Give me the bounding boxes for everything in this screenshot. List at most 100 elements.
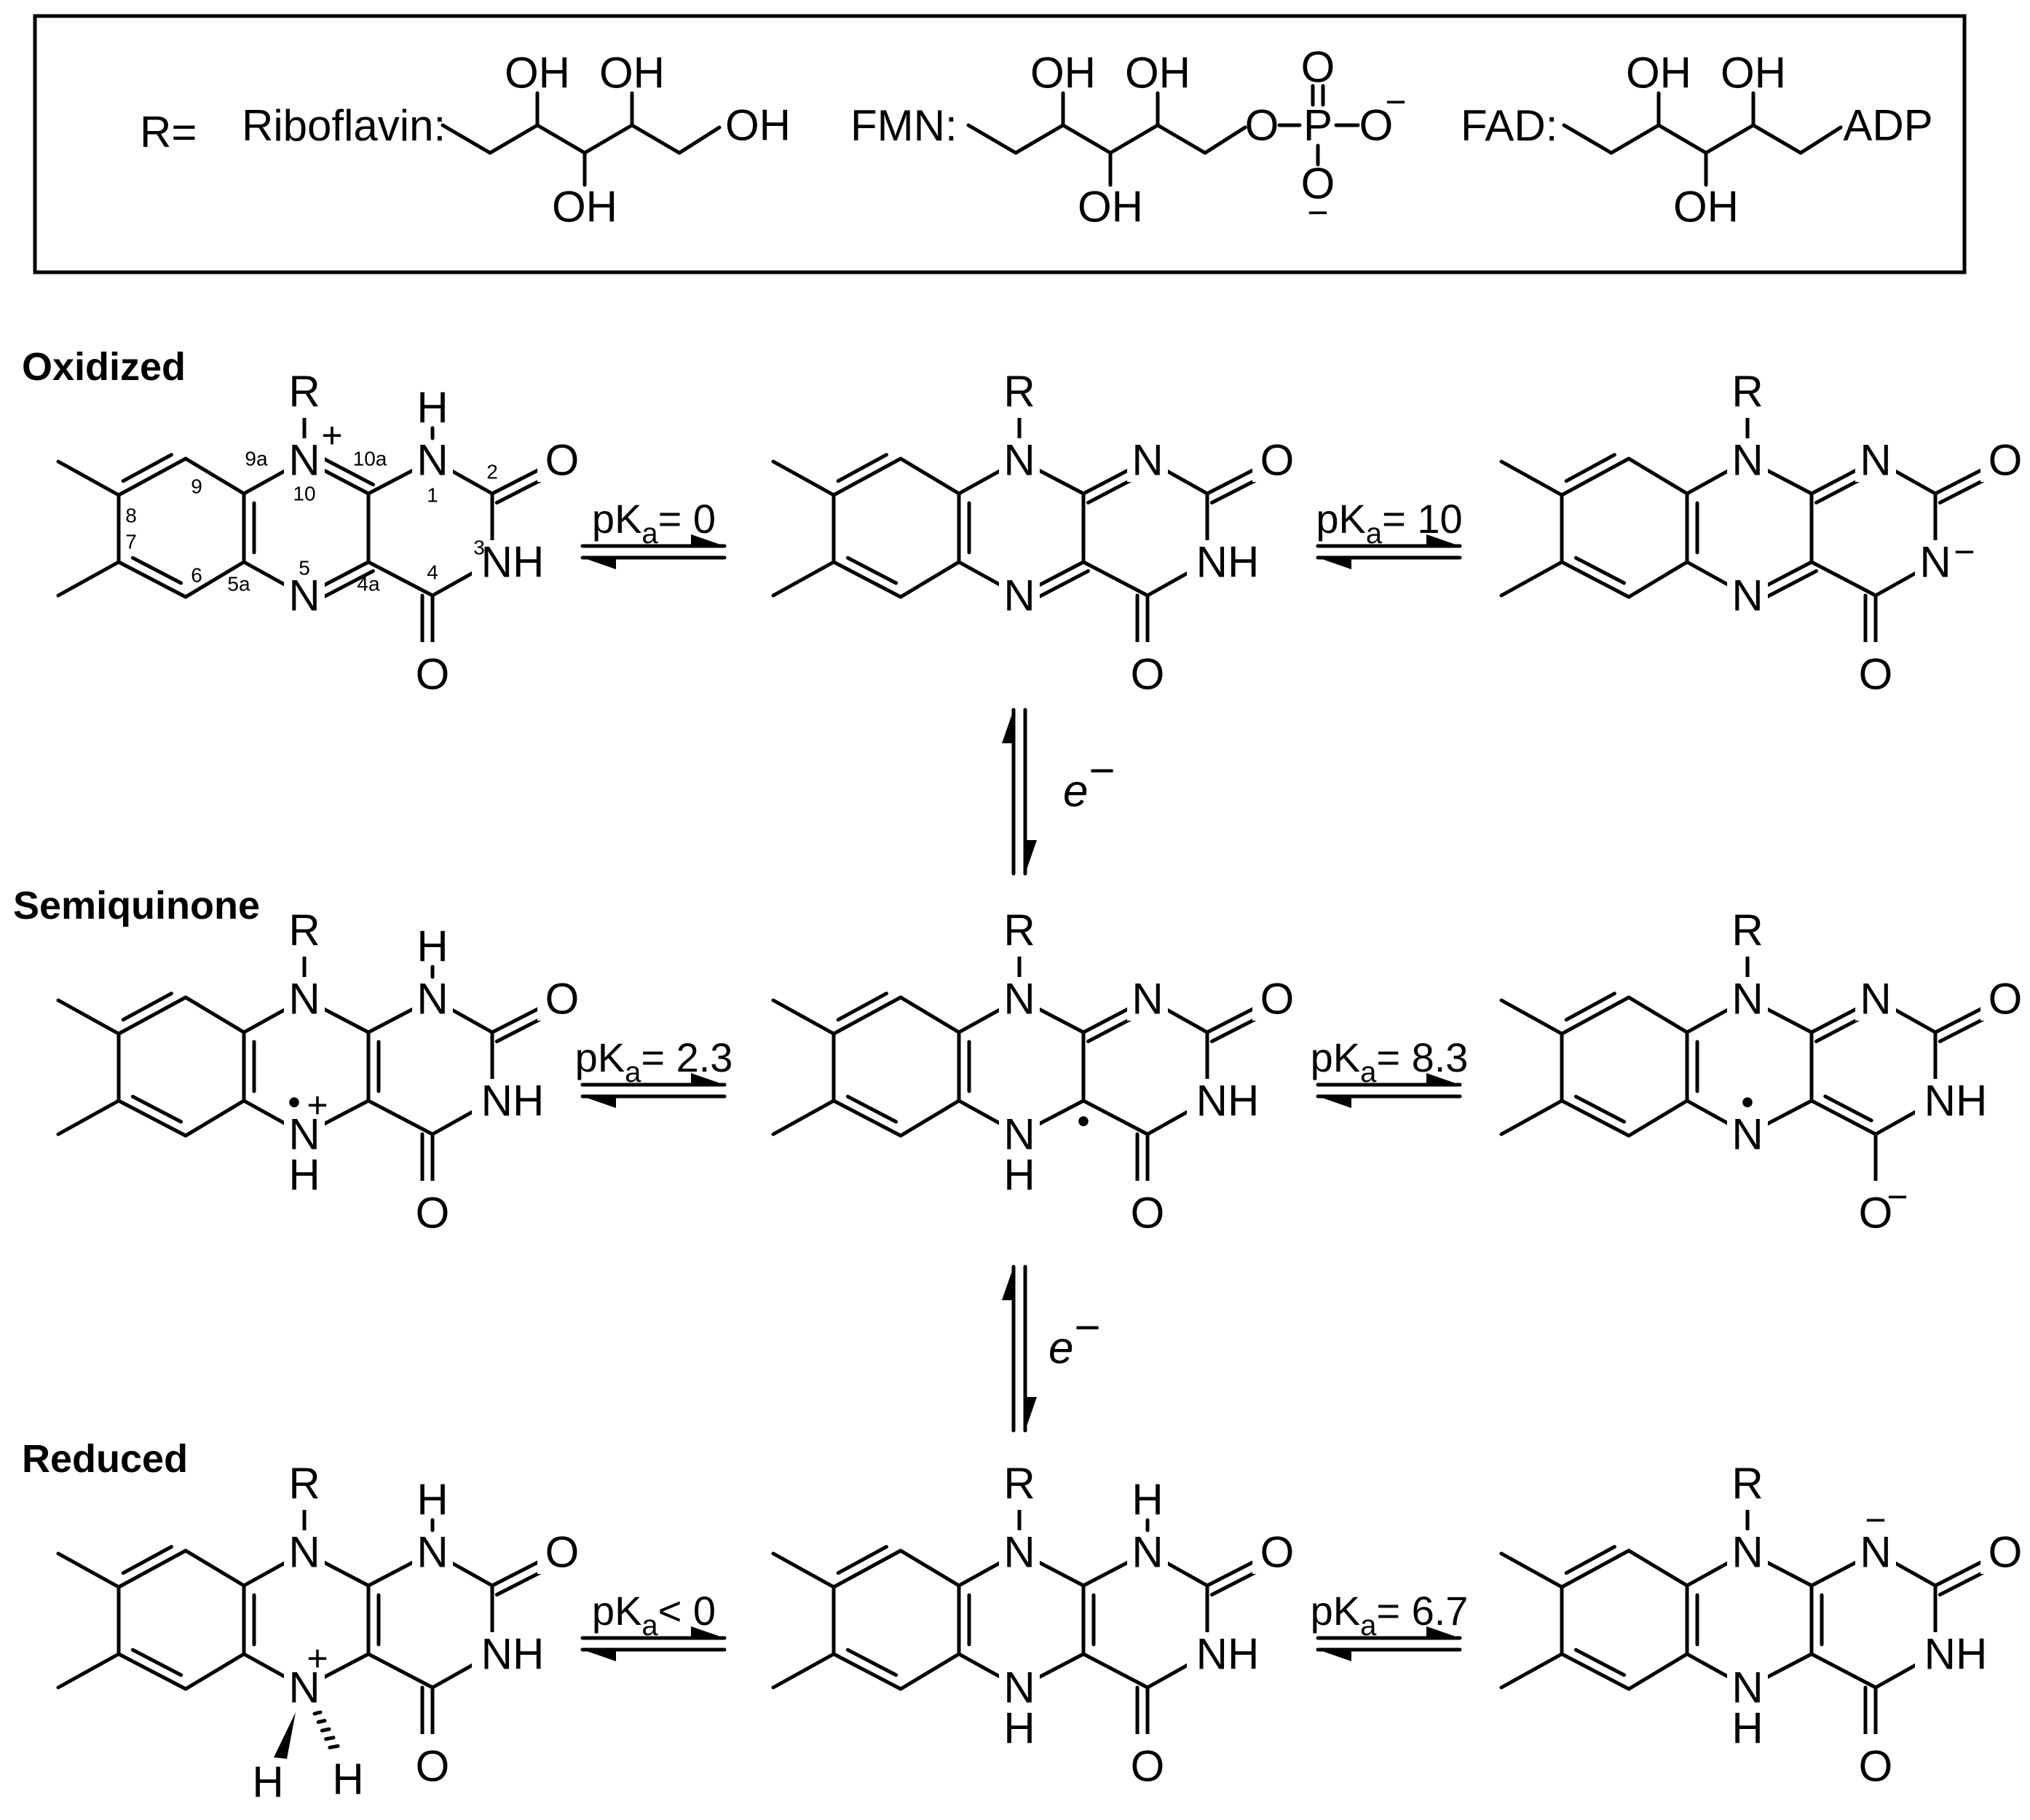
fad-chain-bond: [1562, 123, 1614, 155]
flavin-r0-c1-bond: [1081, 560, 1150, 598]
riboflavin-chain-bond: [535, 123, 587, 155]
atom-mask: [1727, 374, 1768, 418]
flavin-r0-c0-n5: N: [288, 571, 320, 620]
pka-left-label: pKa= 0: [592, 496, 716, 550]
flavin-r0-c0-locant: 3: [473, 537, 485, 559]
flavin-r0-c1-r-group: R: [1003, 368, 1035, 416]
equilibrium-arrow-head: [1318, 1096, 1351, 1108]
fmn-ester-o: O: [1245, 101, 1279, 150]
fmn-chain-bond: [1014, 123, 1065, 155]
flavin-r0-c1-methyl: [771, 560, 836, 598]
flavin-r1-c0-bond: [366, 1099, 435, 1136]
row-label-reduced: Reduced: [22, 1437, 188, 1481]
flavin-r1-c2-methyl: [1499, 1099, 1564, 1136]
atom-mask: [1980, 438, 2021, 482]
atom-mask: [1727, 1666, 1768, 1709]
flavin-r0-c0-locant: 5: [299, 557, 310, 579]
flavin-r2-c0-bond: [183, 1548, 246, 1588]
flavin-r1-c0-bond: [116, 1099, 188, 1138]
flavin-r2-c0-h5a: H: [252, 1758, 283, 1807]
flavin-r0-c0-locant: 10: [293, 483, 315, 505]
flavin-r1-c1-bond: [1081, 1099, 1150, 1136]
fad-chain-bond: [1798, 125, 1843, 155]
flavin-r0-c1-n3: NH: [1196, 538, 1260, 587]
flavin-r2-c0-hash-bond: [316, 1719, 327, 1725]
flavin-r2-c1-bond: [832, 1548, 903, 1589]
pka-left-label: pKa= 2.3: [575, 1034, 733, 1088]
fmn-chain-bond: [1108, 123, 1160, 155]
atom-mask: [1252, 438, 1293, 482]
flavin-r1-c1-bond: [899, 995, 961, 1034]
flavin-r0-c0-bond: [366, 560, 435, 598]
flavin-r2-c1-n5: N: [1003, 1663, 1035, 1712]
flavin-r0-c0-bond: [116, 456, 188, 497]
flavin-r2-c0-n10: N: [288, 1528, 320, 1577]
flavin-r0-c1-n10: N: [1003, 436, 1035, 485]
flavin-r1-c2-bond: [1809, 1099, 1878, 1136]
atom-mask: [1727, 977, 1768, 1021]
fmn-chain-bond: [1061, 123, 1113, 155]
flavin-r1-c2-bond: [1560, 1099, 1631, 1138]
flavin-r1-c1-bond: [845, 1094, 899, 1124]
atom-mask: [1252, 1530, 1293, 1574]
flavin-r0-c1-bond: [836, 453, 888, 483]
flavin-r1-c0-n1: N: [416, 975, 448, 1024]
flavin-r2-c0-wedge-bond: [274, 1712, 296, 1759]
flavin-r1-c2-bond: [1573, 1094, 1627, 1124]
flavin-r1-c1-bond: [899, 1099, 961, 1138]
flavin-r0-c0-r-group: R: [288, 368, 320, 416]
atom-mask: [1127, 438, 1168, 482]
flavin-r2-c1-o4: O: [1131, 1742, 1165, 1791]
flavin-r0-c0-bond: [183, 456, 246, 496]
pka-right-label: pKa= 8.3: [1311, 1034, 1469, 1088]
flavin-r1-c2-bond: [1627, 995, 1689, 1034]
atom-mask: [999, 1466, 1040, 1510]
flavin-r1-c1-methyl: [771, 998, 836, 1036]
flavin-r1-c1-o2: O: [1260, 975, 1295, 1024]
fmn-oxo: O: [1301, 43, 1335, 92]
flavin-r1-c1-bond: [836, 992, 888, 1022]
atom-mask: [1855, 977, 1896, 1021]
atom-mask: [284, 913, 325, 957]
flavin-r1-c0-h5: H: [288, 1151, 320, 1200]
atom-mask: [1980, 1530, 2021, 1574]
flavin-r2-c0-methyl: [56, 1652, 121, 1690]
flavin-r0-c0-n1: N: [416, 436, 448, 485]
flavin-r0-c0-n3: NH: [481, 538, 545, 587]
equilibrium-arrow-head: [582, 1650, 616, 1661]
fad-chain-oh: OH: [1626, 49, 1691, 98]
flavin-r0-c0-locant: 7: [125, 531, 137, 553]
flavin-r2-c1-r-group: R: [1003, 1460, 1035, 1508]
flavin-r2-c0-r-group: R: [288, 1460, 320, 1508]
flavin-r2-c0-bond: [183, 1652, 246, 1691]
fad-label: FAD:: [1461, 101, 1557, 150]
flavin-r0-c1-n1: N: [1131, 436, 1163, 485]
flavin-r2-c1-bond: [1081, 1652, 1150, 1690]
flavin-r2-c0-hash-bond: [312, 1710, 323, 1716]
flavin-r1-c2-bond: [1564, 992, 1616, 1022]
flavin-r0-c0-locant: 6: [191, 564, 202, 587]
flavin-r0-c0-methyl: [56, 560, 121, 598]
atom-mask: [1727, 1112, 1768, 1156]
flavin-r0-c0-locant: 4a: [357, 573, 380, 596]
flavin-r1-c2-n5: N: [1731, 1110, 1763, 1159]
electron-label: e−: [1063, 746, 1115, 817]
flavin-r0-c0-bond: [183, 560, 246, 599]
flavin-r2-c1-n10: N: [1003, 1528, 1035, 1577]
flavin-r0-c0-o2: O: [545, 436, 580, 485]
redox-arrow-head: [1002, 1267, 1014, 1300]
atom-mask: [1727, 1466, 1768, 1510]
bond-layer: [33, 14, 2021, 1778]
flavin-r0-c2-bond: [1573, 555, 1627, 585]
flavin-r2-c0-n3: NH: [481, 1630, 545, 1679]
flavin-r1-c2-n1: N: [1860, 975, 1891, 1024]
flavin-r2-c0-h5b: H: [332, 1755, 363, 1804]
fmn-chain-bond: [966, 123, 1018, 155]
flavin-r2-c0-bond: [130, 1647, 183, 1677]
redox-arrow-head: [1025, 840, 1037, 874]
flavin-r0-c2-bond: [1627, 456, 1689, 496]
flavin-r0-c2-o2: O: [1988, 436, 2023, 485]
atom-mask: [412, 642, 453, 686]
flavin-r1-c0-h1: H: [416, 922, 448, 971]
